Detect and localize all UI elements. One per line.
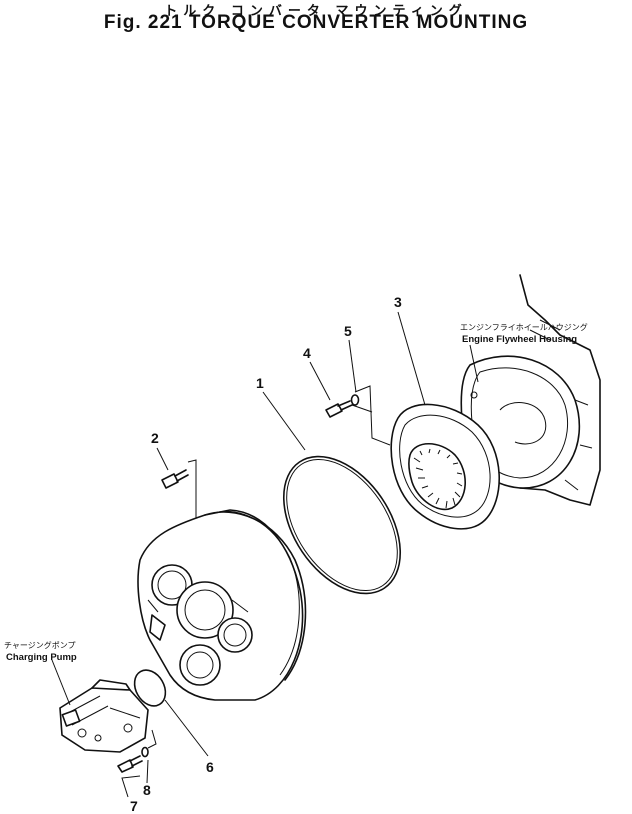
callout-5: 5 xyxy=(344,323,352,339)
callout-4: 4 xyxy=(303,345,311,361)
torque-converter-housing xyxy=(137,509,307,701)
callout-8: 8 xyxy=(143,782,151,798)
guide-line-4 xyxy=(351,404,373,413)
part-6-o-ring xyxy=(133,669,167,707)
leader-lines xyxy=(51,311,479,798)
charging-pump xyxy=(59,679,149,753)
part-2-bolt xyxy=(161,469,189,489)
part-5-washer xyxy=(350,394,360,406)
flywheel-housing-label: Engine Flywheel Housing xyxy=(462,334,577,345)
part-8-washer xyxy=(141,746,149,758)
guide-line-7-8 xyxy=(147,729,157,749)
guide-line-5 xyxy=(354,385,391,446)
flywheel-housing-label-japanese: エンジンフライホイールハウジング xyxy=(460,322,588,332)
callout-1: 1 xyxy=(256,375,264,391)
part-1-o-ring xyxy=(282,455,402,595)
figure-title: Fig. 221 TORQUE CONVERTER MOUNTING xyxy=(103,12,529,33)
part-4-bolt xyxy=(325,400,353,418)
callout-2: 2 xyxy=(151,430,159,446)
figure-title-japanese: トルク コンバータ マウンティング xyxy=(164,3,468,18)
charging-pump-label-japanese: チャージングポンプ xyxy=(4,640,76,650)
charging-pump-label: Charging Pump xyxy=(6,652,77,663)
part-3-drive-plate xyxy=(390,403,501,530)
callout-7: 7 xyxy=(130,798,138,814)
guide-line-2 xyxy=(187,459,206,523)
callout-3: 3 xyxy=(394,294,402,310)
part-7-bolt xyxy=(117,755,143,773)
callout-6: 6 xyxy=(206,759,214,775)
